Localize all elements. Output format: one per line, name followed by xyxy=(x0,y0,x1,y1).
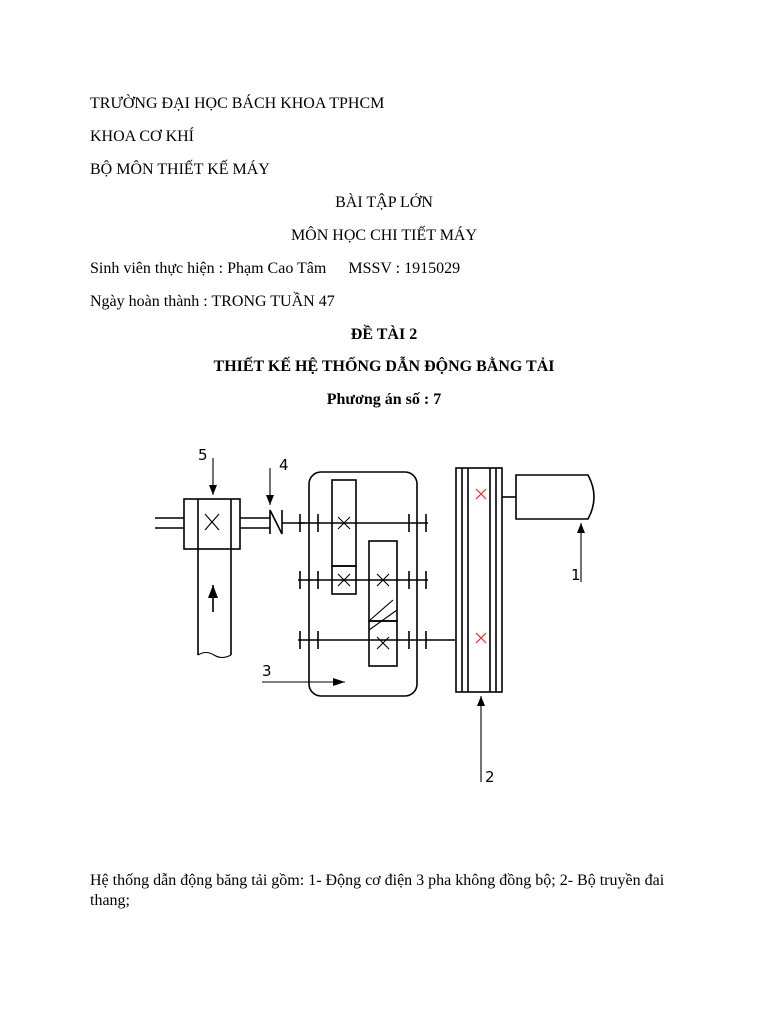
completion-date: Ngày hoàn thành : TRONG TUẦN 47 xyxy=(90,293,335,310)
label-gearbox: 3 xyxy=(262,662,272,680)
student-name: Sinh viên thực hiện : Phạm Cao Tâm xyxy=(90,260,327,277)
topic-name: THIẾT KẾ HỆ THỐNG DẪN ĐỘNG BẰNG TẢI xyxy=(213,358,555,375)
subject-title: MÔN HỌC CHI TIẾT MÁY xyxy=(290,227,478,244)
assignment-title: BÀI TẬP LỚN xyxy=(335,194,433,211)
university-name: TRƯỜNG ĐẠI HỌC BÁCH KHOA TPHCM xyxy=(90,95,385,112)
belt-drive xyxy=(455,467,503,693)
system-description: Hệ thống dẫn động băng tải gồm: 1- Động … xyxy=(90,872,665,909)
label-lines xyxy=(209,458,585,782)
student-id: MSSV : 1915029 xyxy=(348,260,461,277)
label-coupling: 4 xyxy=(279,456,289,474)
option-number: Phương án số : 7 xyxy=(326,391,442,408)
label-conveyor-drum: 5 xyxy=(198,446,208,464)
faculty-name: KHOA CƠ KHÍ xyxy=(90,128,194,145)
gearbox xyxy=(298,471,455,697)
label-belt-drive: 2 xyxy=(485,768,495,786)
topic-number: ĐỀ TÀI 2 xyxy=(350,326,418,343)
label-motor: 1 xyxy=(571,566,581,584)
student-info: Sinh viên thực hiện : Phạm Cao Tâm MSSV :… xyxy=(90,259,460,279)
department-name: BỘ MÔN THIẾT KẾ MÁY xyxy=(90,161,270,178)
motor xyxy=(502,474,595,520)
conveyor-drum xyxy=(155,498,270,659)
